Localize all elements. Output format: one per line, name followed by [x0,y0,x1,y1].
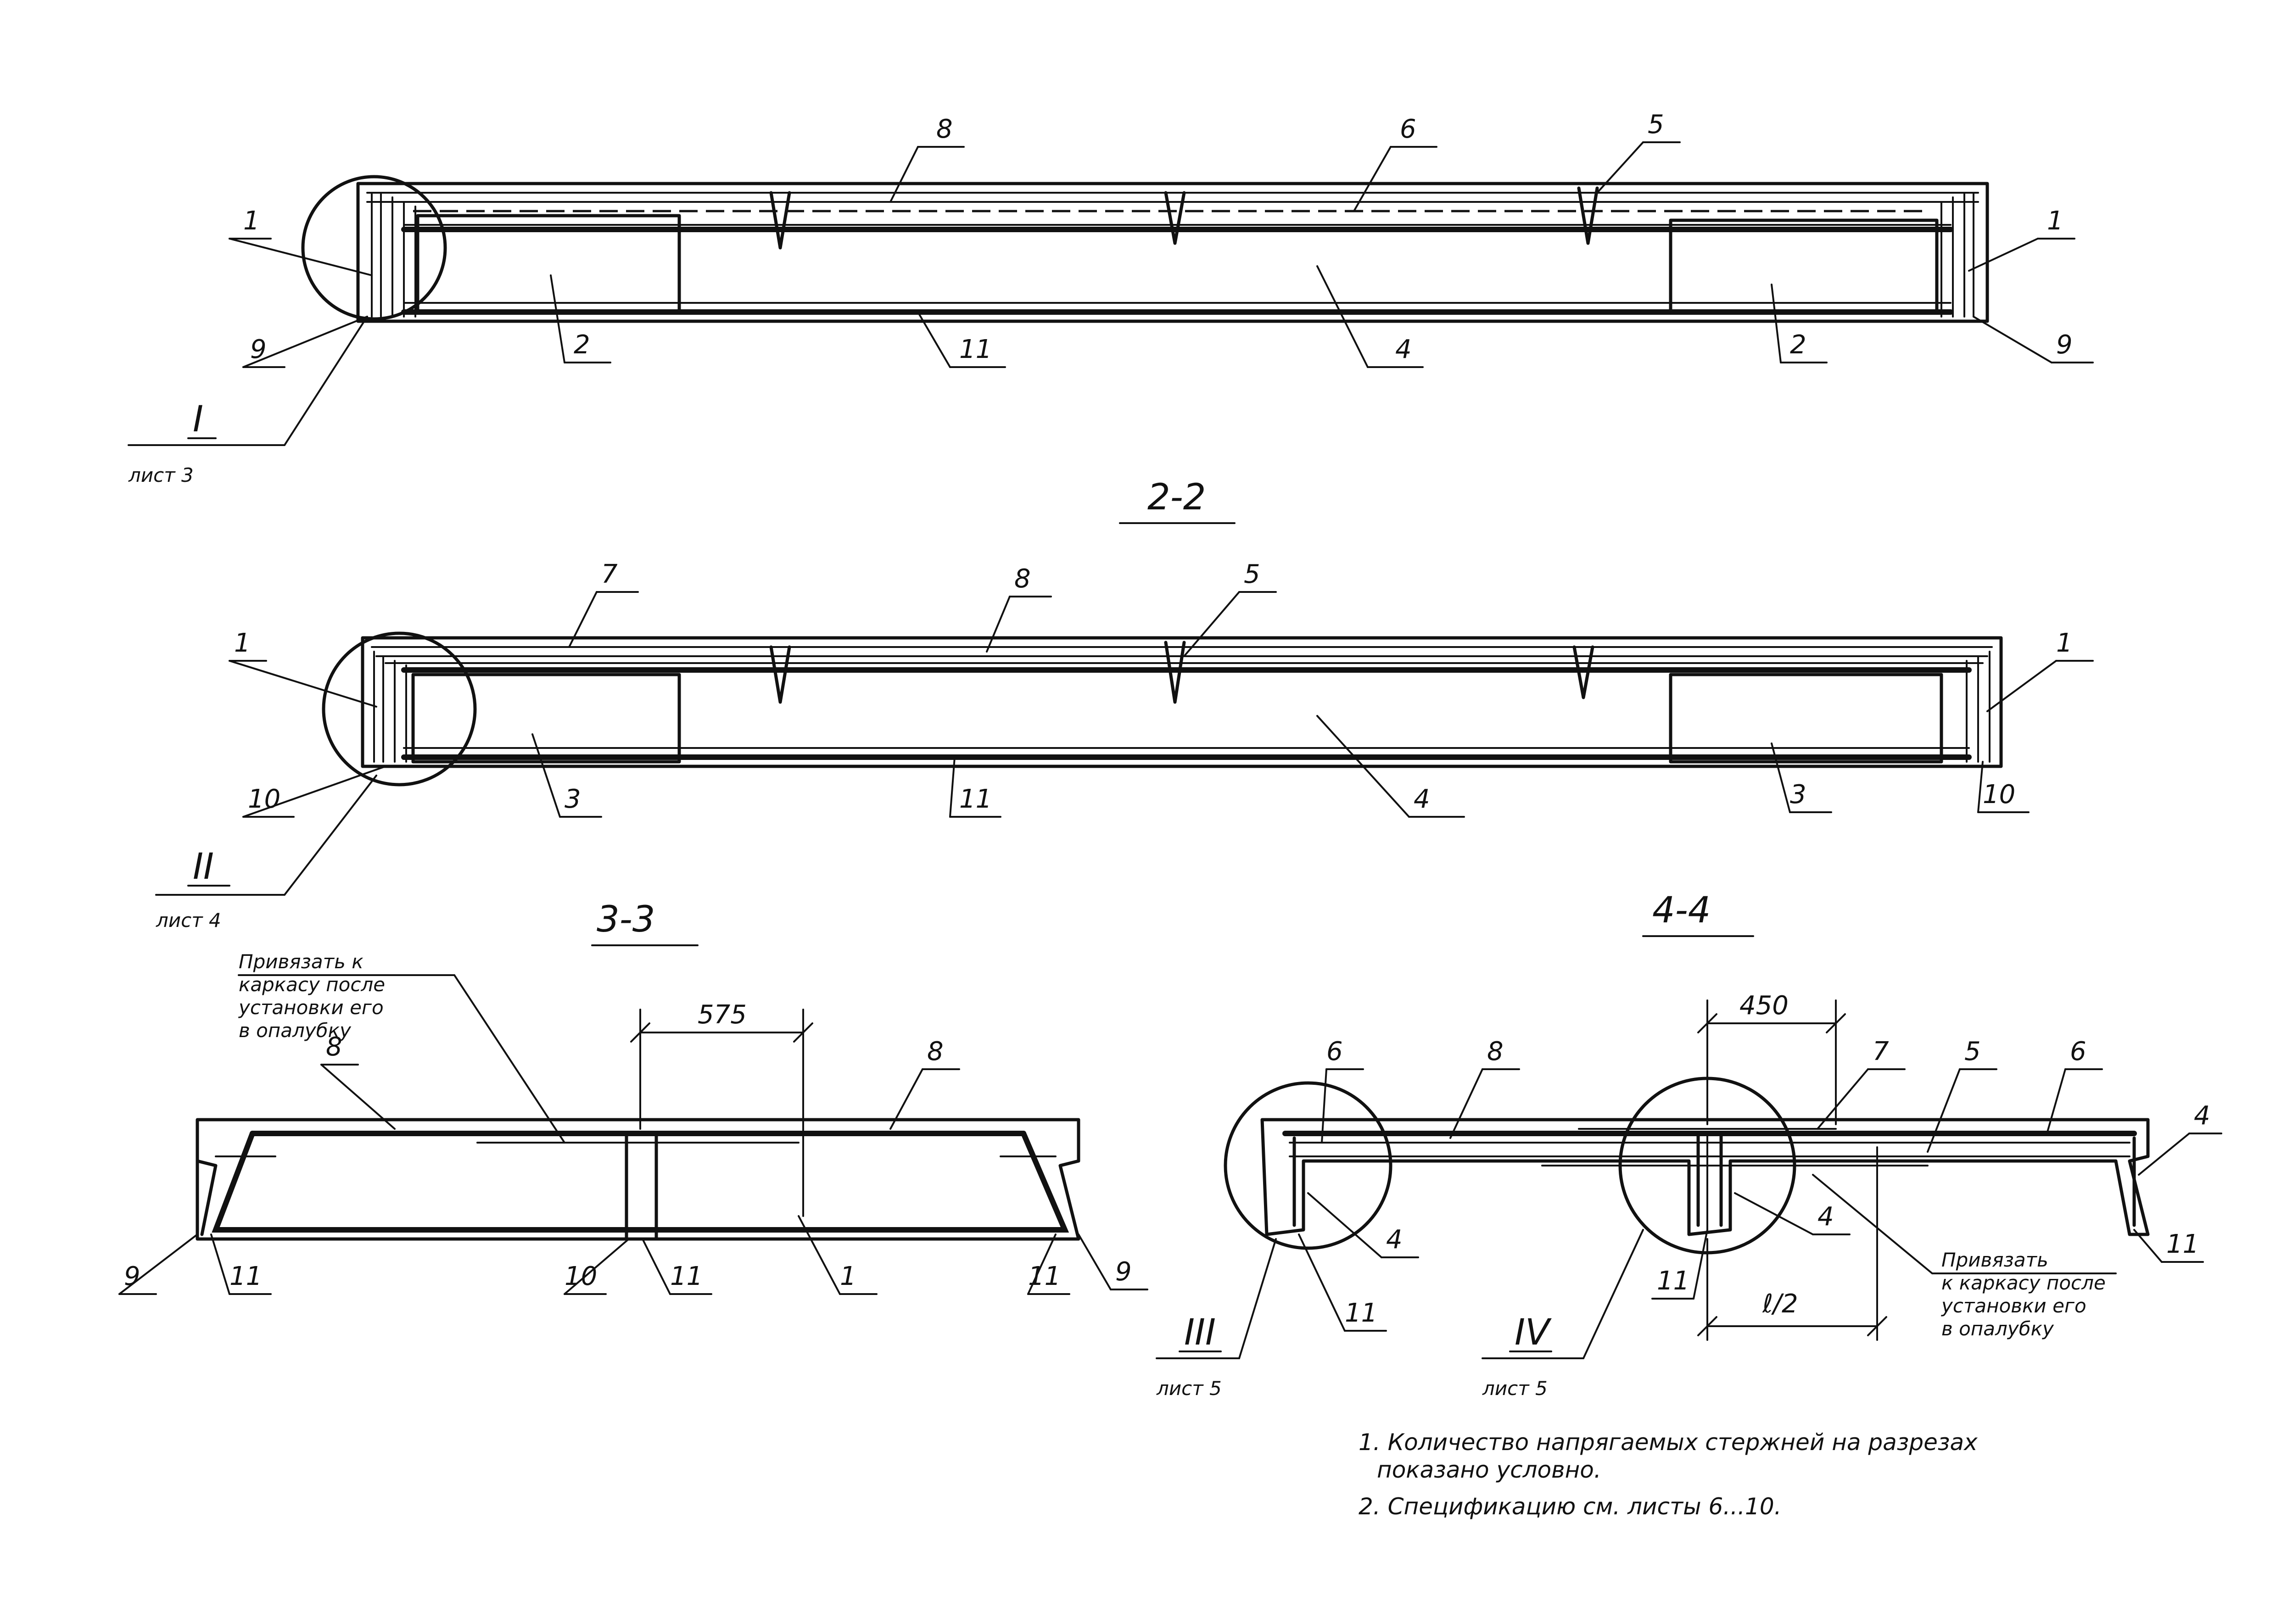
label-11-s44-right: 11 [2166,1229,2199,1259]
label-9-top-right: 9 [2056,330,2073,360]
tie2-note-line-2: к каркасу после [1941,1272,2106,1294]
label-4-top: 4 [1395,335,1412,364]
label-1-middle-left: 1 [234,628,251,658]
callout-4-sheet: лист 5 [1482,1377,1548,1400]
label-9-s33-right: 9 [1115,1257,1132,1287]
label-4-middle: 4 [1414,784,1430,814]
label-11-s33-right: 11 [1028,1261,1061,1291]
dimension-450: 450 [1739,991,1789,1021]
label-1-middle-right: 1 [2056,628,2073,658]
tie-note-line-2: каркасу после [239,973,385,996]
general-notes: 1. Количество напрягаемых стержней на ра… [1359,1429,1978,1520]
label-9-top-left: 9 [250,335,267,364]
note-1-line-2: показано условно. [1377,1457,1601,1483]
tie-note-line-1: Привязать к [239,950,363,973]
label-1-top-right: 1 [2047,206,2063,236]
callout-4-id: IV [1515,1312,1552,1353]
label-3-middle-right: 3 [1790,780,1806,809]
label-4-s44-right: 4 [2194,1101,2210,1131]
label-7-s44: 7 [1873,1037,1889,1066]
label-8-s44: 8 [1487,1037,1504,1066]
callout-2-sheet: лист 4 [156,909,221,932]
opening-left-top [416,214,681,314]
label-1-top-left: 1 [243,206,260,236]
label-7-middle: 7 [601,559,618,589]
opening-left-middle [411,673,681,764]
beam-outline-top [356,182,1989,323]
callout-3-sheet: лист 5 [1156,1377,1222,1400]
label-4-s44-mid: 4 [1817,1202,1834,1232]
callout-1-id: I [193,399,203,440]
dimension-575: 575 [698,1000,747,1030]
label-11-s44-left: 11 [1345,1298,1377,1328]
label-11-s33-mid: 11 [670,1261,703,1291]
label-8-top: 8 [936,114,953,144]
view-section-4-4: 450 ℓ/2 Привязать к каркасу после устано… [1156,991,2222,1400]
section-title-3-3: 3-3 [597,899,655,940]
label-11-s33-left: 11 [229,1261,262,1291]
callout-circle-1 [301,175,447,321]
view-middle-section: 7 8 5 1 1 10 10 3 3 11 4 II лист 4 [155,559,2094,932]
opening-right-middle [1669,673,1943,764]
label-9-s33-left: 9 [124,1261,140,1291]
callout-1-sheet: лист 3 [128,464,194,486]
callout-circle-2 [322,631,477,787]
label-3-middle-left: 3 [565,784,581,814]
label-8-s33-right: 8 [927,1037,944,1066]
opening-right-top [1669,218,1939,314]
label-4-s44-left: 4 [1386,1225,1403,1255]
label-11-middle: 11 [959,784,992,814]
note-2: 2. Спецификацию см. листы 6...10. [1359,1493,1782,1520]
view-section-3-3: 575 Привязать к каркасу после установки … [118,950,1148,1295]
label-11-top: 11 [959,335,992,364]
label-10-middle-left: 10 [248,784,280,814]
callout-3-id: III [1184,1312,1216,1353]
tie2-note-line-1: Привязать [1941,1249,2048,1271]
label-1-s33: 1 [840,1261,856,1291]
label-8-middle: 8 [1014,564,1031,594]
beam-outline-middle [361,636,2003,768]
label-2-top-left: 2 [574,330,590,360]
label-6-s44-right: 6 [2070,1037,2086,1066]
callout-2-id: II [193,846,214,887]
tie2-note-line-3: установки его [1940,1295,2086,1317]
callout-circle-3 [1224,1081,1392,1250]
view-top-section: 8 6 5 1 1 9 9 2 2 11 4 I лист 3 [128,110,2094,486]
tie2-note-line-4: в опалубку [1941,1317,2054,1340]
note-1-line-1: 1. Количество напрягаемых стержней на ра… [1359,1429,1978,1456]
section-title-2-2: 2-2 [1147,477,1206,518]
label-5-s44: 5 [1964,1037,1981,1066]
section-4-4-outline [1260,1118,2150,1236]
section-3-3-outline [196,1118,1080,1241]
label-10-s33: 10 [565,1261,597,1291]
label-5-top: 5 [1648,110,1664,140]
label-6-top: 6 [1400,114,1416,144]
label-6-s44-left: 6 [1326,1037,1343,1066]
label-5-middle: 5 [1244,559,1260,589]
label-8-s33-left: 8 [326,1032,342,1062]
label-11-s44-mid: 11 [1657,1266,1689,1296]
label-2-top-right: 2 [1790,330,1806,360]
tie-note-line-4: в опалубку [239,1019,352,1042]
section-title-4-4: 4-4 [1652,890,1711,931]
dimension-l-half: ℓ/2 [1762,1289,1798,1319]
label-10-middle-right: 10 [1983,780,2015,809]
tie-note-line-3: установки его [238,996,384,1019]
